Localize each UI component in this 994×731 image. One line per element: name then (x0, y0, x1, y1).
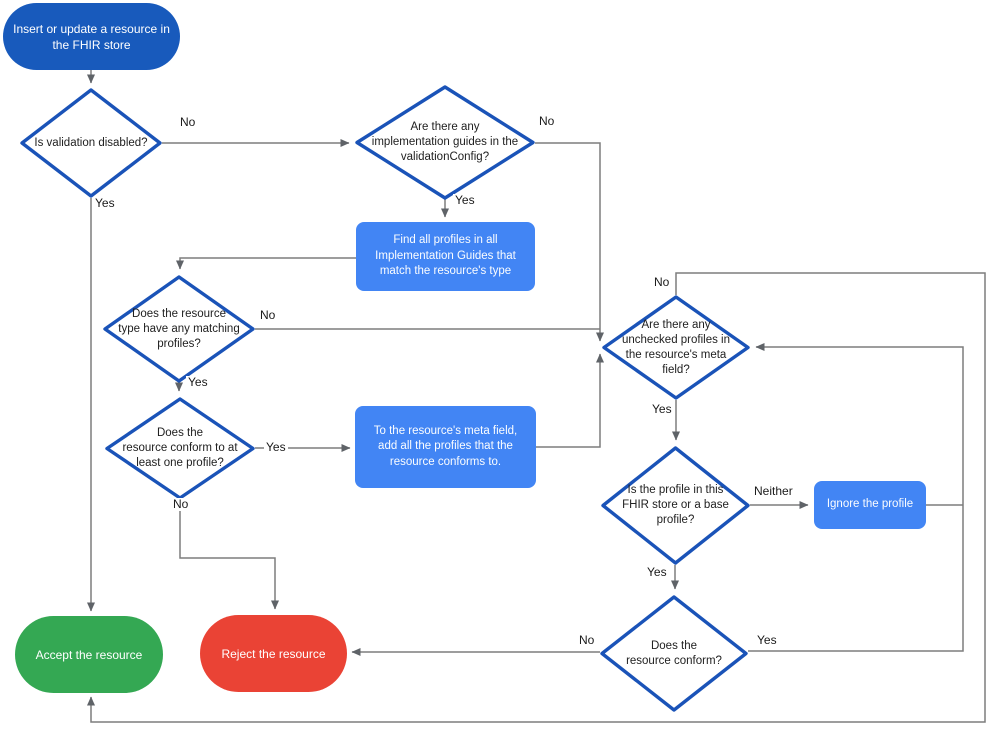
edge-label-no: No (577, 633, 597, 647)
edge-label-yes: Yes (755, 633, 779, 647)
decision-profile-in-store-or-base: Is the profile in this FHIR store or a b… (601, 446, 750, 565)
edge-label-no: No (652, 275, 672, 289)
decision-label: Are there any implementation guides in t… (371, 121, 519, 163)
diamond-shape (355, 85, 535, 200)
node-accept: Accept the resource (15, 616, 163, 693)
edge-label-no: No (258, 308, 278, 322)
decision-label: Is the profile in this FHIR store or a b… (622, 484, 729, 526)
node-reject-label: Reject the resource (221, 646, 326, 661)
edge-conforms-one-no-to-reject (179, 500, 279, 610)
process-add-profiles-to-meta: To the resource's meta field, add all th… (355, 406, 536, 488)
process-ignore-profile: Ignore the profile (814, 481, 926, 529)
process-label: Find all profiles in all Implementation … (375, 234, 516, 278)
decision-does-resource-conform: Does the resource conform? (600, 595, 748, 712)
edge-unchecked-no-to-accept (87, 272, 986, 723)
diamond-shape (600, 595, 748, 712)
edge-meta-to-unchecked (536, 353, 604, 448)
decision-any-implementation-guides: Are there any implementation guides in t… (355, 85, 535, 200)
diamond-shape (20, 88, 162, 198)
edge-label-yes: Yes (650, 402, 674, 416)
decision-any-unchecked-profiles: Are there any unchecked profiles in the … (602, 295, 750, 400)
edge-find-to-matching (176, 257, 356, 270)
node-reject: Reject the resource (200, 615, 347, 692)
diamond-shape (601, 446, 750, 565)
edge-label-yes: Yes (186, 375, 210, 389)
decision-is-validation-disabled: Is validation disabled? (20, 88, 162, 198)
edge-label-yes: Yes (264, 440, 288, 454)
process-label: Ignore the profile (826, 498, 914, 511)
decision-label: Is validation disabled? (34, 136, 148, 149)
decision-label: Does the resource conform? (626, 639, 722, 667)
edge-label-yes: Yes (645, 565, 669, 579)
edge-label-neither: Neither (752, 484, 795, 498)
edge-label-no: No (178, 115, 198, 129)
node-accept-label: Accept the resource (35, 647, 143, 662)
edge-guides-no (535, 142, 604, 342)
decision-conforms-to-one-profile: Does the resource conform to at least on… (105, 397, 255, 500)
process-label: To the resource's meta field, add all th… (373, 424, 518, 468)
edge-label-yes: Yes (93, 196, 117, 210)
node-start: Insert or update a resource in the FHIR … (3, 3, 180, 70)
edge-label-no: No (171, 497, 191, 511)
diamond-shape (103, 275, 255, 383)
process-find-all-profiles: Find all profiles in all Implementation … (356, 222, 535, 291)
edge-label-no: No (537, 114, 557, 128)
node-start-label: Insert or update a resource in the FHIR … (13, 21, 170, 52)
decision-label: Does the resource type have any matching… (118, 307, 240, 350)
edge-label-yes: Yes (453, 193, 477, 207)
diamond-shape (602, 295, 750, 400)
decision-label: Does the resource conform to at least on… (122, 427, 238, 469)
decision-label: Are there any unchecked profiles in the … (621, 318, 731, 376)
decision-any-matching-profiles: Does the resource type have any matching… (103, 275, 255, 383)
edge-conform-yes-loop (748, 343, 964, 652)
